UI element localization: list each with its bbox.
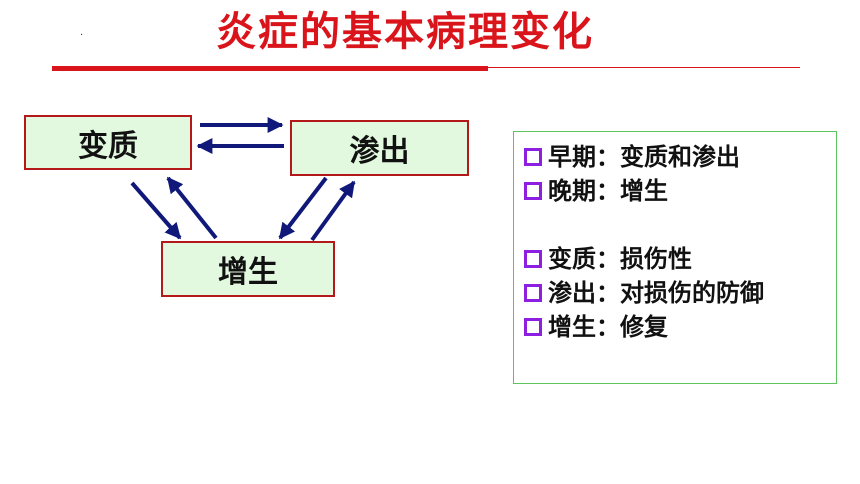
node-label: 渗出 bbox=[349, 134, 410, 169]
arrow-b-to-c bbox=[278, 176, 328, 240]
note-item: 变质：损伤性 bbox=[524, 242, 836, 276]
notes-box: 早期：变质和渗出 晚期：增生 变质：损伤性 渗出：对损伤的防御 增生：修复 bbox=[513, 131, 837, 384]
page-title: 炎症的基本病理变化 bbox=[216, 9, 594, 55]
square-bullet-icon bbox=[524, 182, 542, 200]
note-item: 早期：变质和渗出 bbox=[524, 140, 836, 174]
node-label: 变质 bbox=[78, 128, 138, 164]
note-text: 变质：损伤性 bbox=[548, 245, 692, 273]
note-item: 晚期：增生 bbox=[524, 174, 836, 208]
node-label: 增生 bbox=[218, 255, 278, 290]
decorative-dot: · bbox=[80, 30, 84, 41]
diagram-node-exudation: 渗出 bbox=[290, 120, 469, 176]
note-text: 早期：变质和渗出 bbox=[548, 143, 740, 171]
square-bullet-icon bbox=[524, 284, 542, 302]
diagram-node-proliferation: 增生 bbox=[161, 241, 335, 297]
note-item: 增生：修复 bbox=[524, 310, 836, 344]
arrow-c-to-b bbox=[310, 180, 356, 242]
title-underline-thick bbox=[52, 66, 488, 71]
square-bullet-icon bbox=[524, 148, 542, 166]
note-text: 渗出：对损伤的防御 bbox=[548, 279, 764, 307]
diagram-node-alteration: 变质 bbox=[24, 115, 192, 170]
square-bullet-icon bbox=[524, 250, 542, 268]
square-bullet-icon bbox=[524, 318, 542, 336]
note-text: 晚期：增生 bbox=[548, 177, 668, 205]
title-underline-thin bbox=[488, 67, 800, 68]
arrow-c-to-a bbox=[166, 176, 218, 240]
arrow-a-to-c bbox=[130, 181, 182, 240]
note-text: 增生：修复 bbox=[548, 313, 668, 341]
note-item: 渗出：对损伤的防御 bbox=[524, 276, 836, 310]
